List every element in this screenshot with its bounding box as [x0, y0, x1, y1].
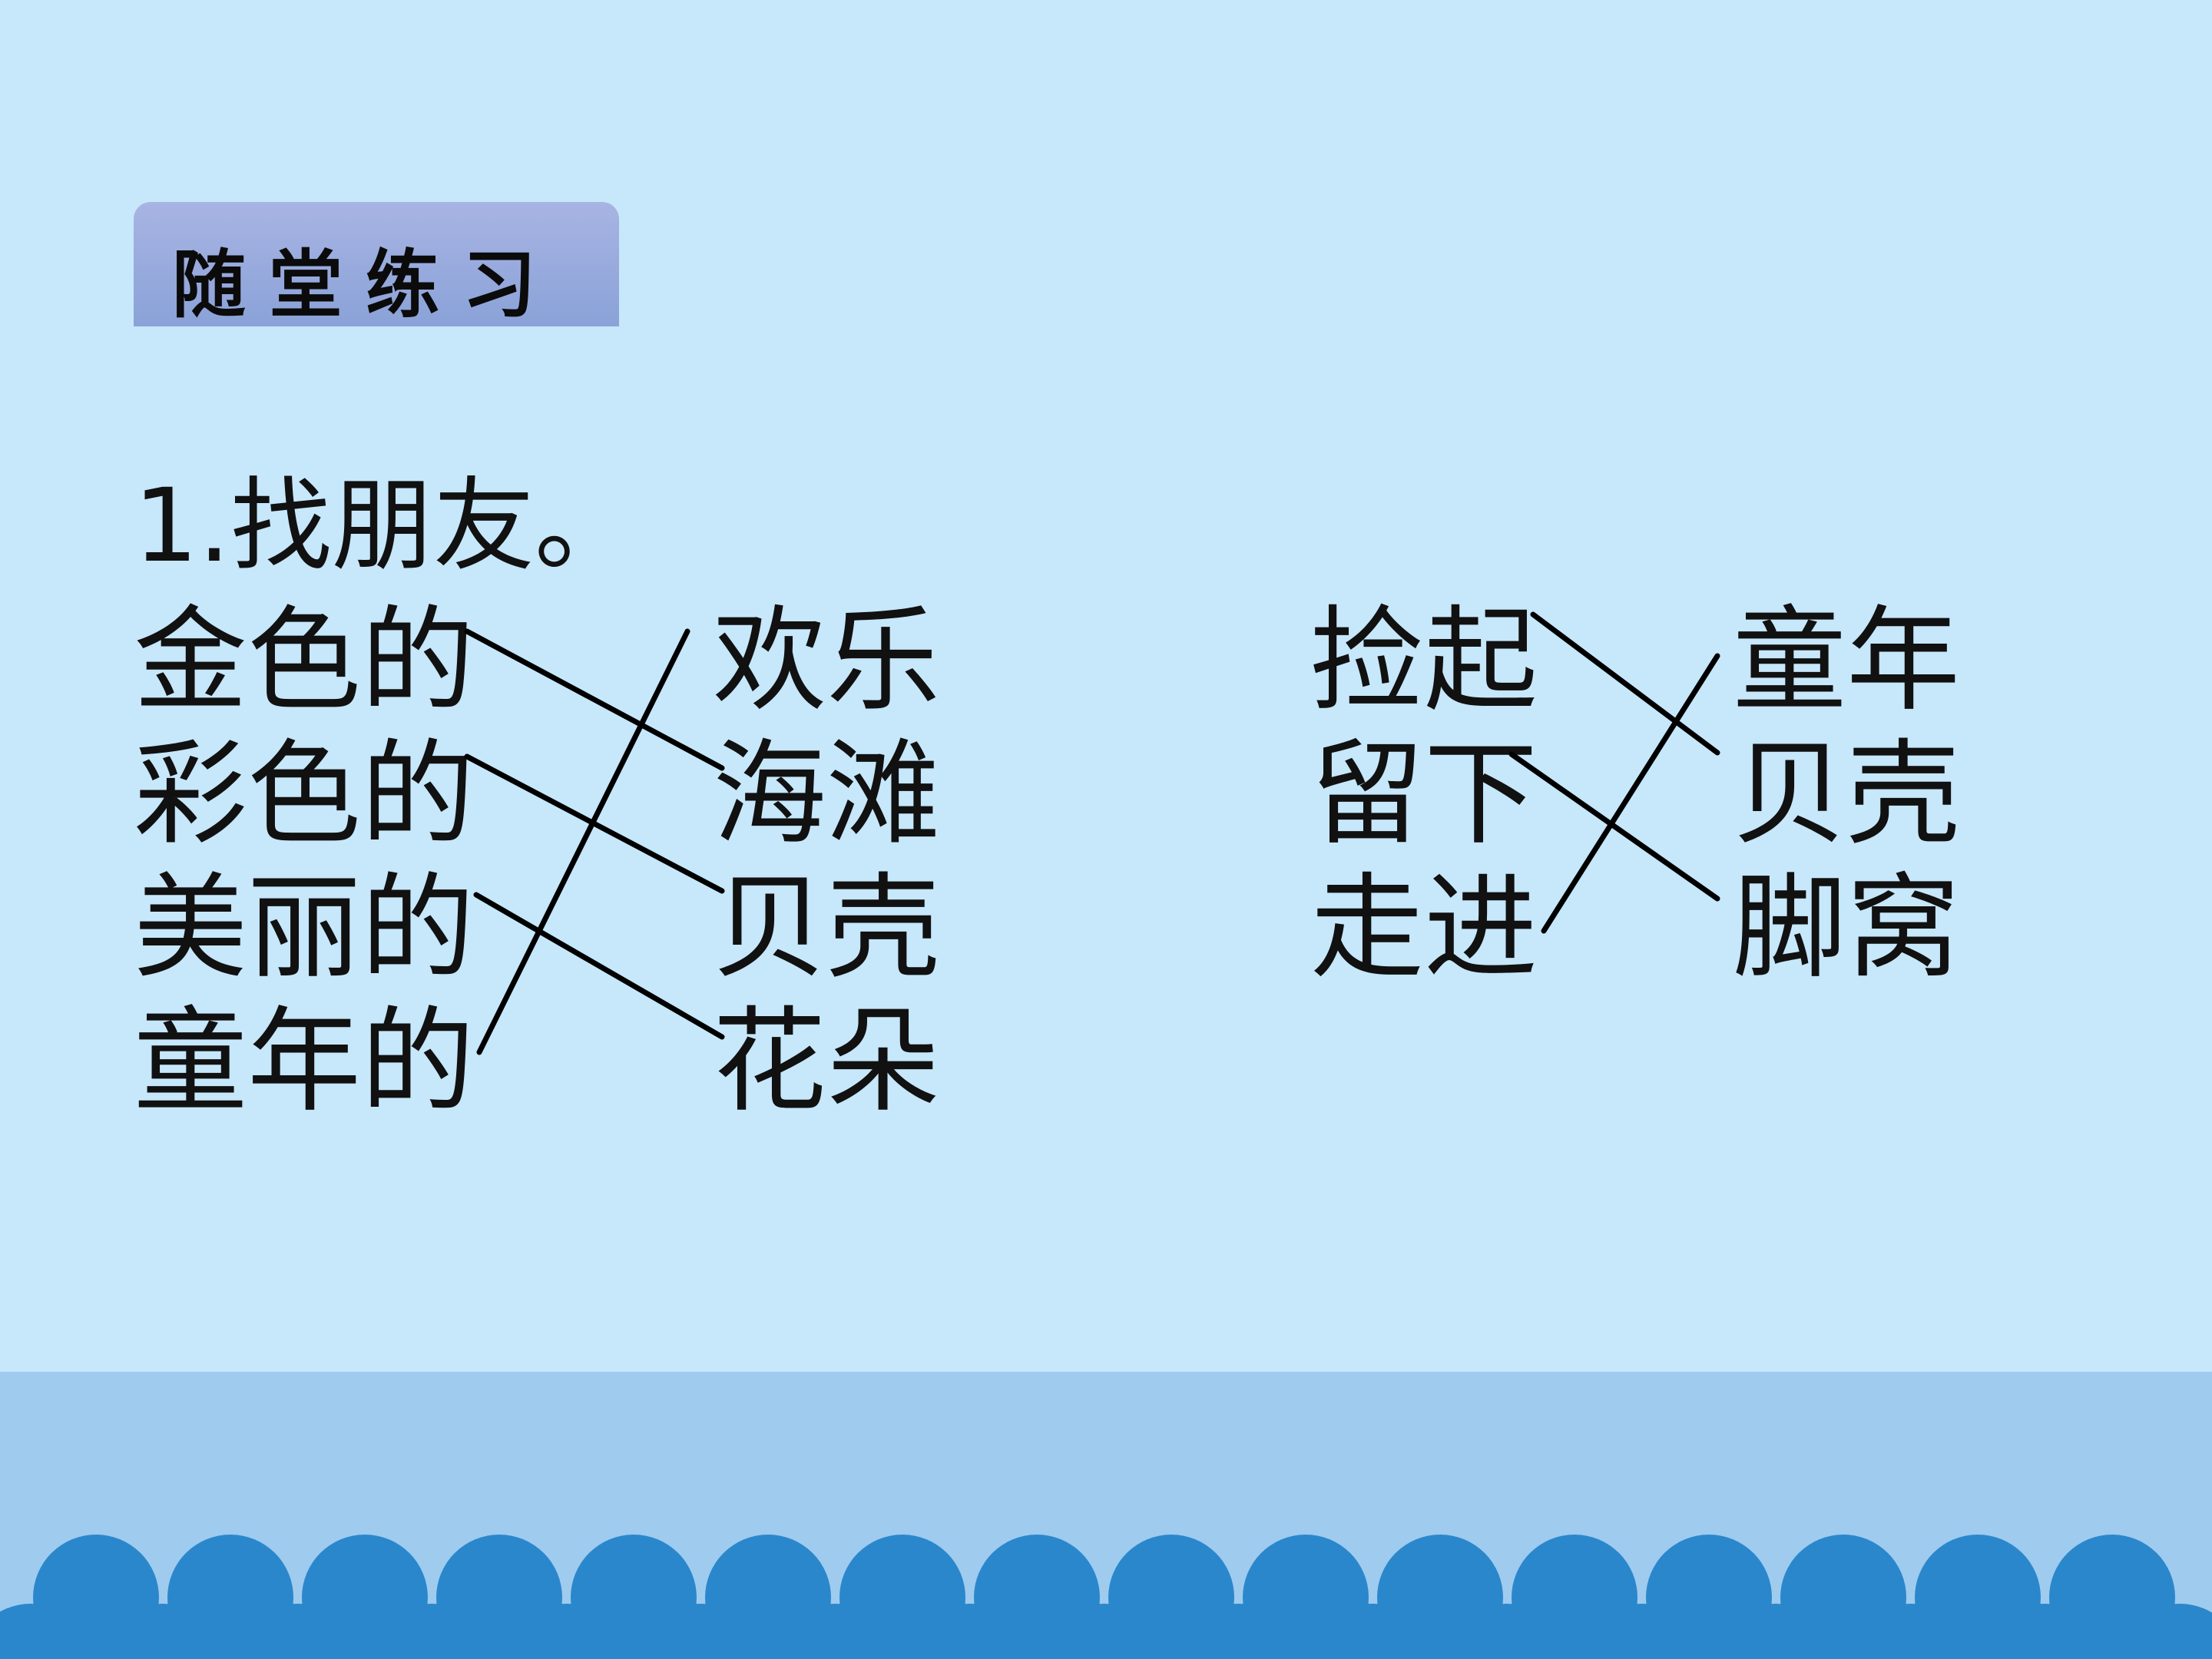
- match-line: [1530, 611, 1720, 756]
- exercise-heading: 1.找朋友。: [134, 467, 636, 585]
- group2-right-word: 童年: [1733, 594, 1960, 727]
- section-badge-label: 随堂练习: [172, 241, 559, 328]
- match-line: [464, 628, 725, 771]
- group1-left-word: 美丽的: [134, 862, 475, 994]
- group1-right-word: 花朵: [713, 995, 940, 1128]
- group2-left-word: 走进: [1310, 862, 1538, 994]
- section-badge: 随堂练习: [134, 202, 619, 328]
- group2-left-word: 捡起: [1310, 594, 1538, 727]
- group2-left-word: 留下: [1310, 728, 1538, 860]
- group1-left-word: 金色的: [134, 594, 475, 727]
- group1-right-word: 海滩: [713, 728, 940, 860]
- match-line: [476, 628, 690, 1055]
- group1-right-word: 贝壳: [713, 862, 940, 994]
- group1-left-word: 彩色的: [134, 728, 475, 860]
- group2-right-word: 脚窝: [1733, 862, 1960, 994]
- group1-right-word: 欢乐: [713, 594, 940, 727]
- match-line: [473, 892, 725, 1040]
- match-line: [1508, 751, 1720, 902]
- wave-decoration: [0, 1535, 2212, 1659]
- group1-left-word: 童年的: [134, 995, 475, 1128]
- group2-right-word: 贝壳: [1733, 728, 1960, 860]
- match-line: [1541, 653, 1720, 934]
